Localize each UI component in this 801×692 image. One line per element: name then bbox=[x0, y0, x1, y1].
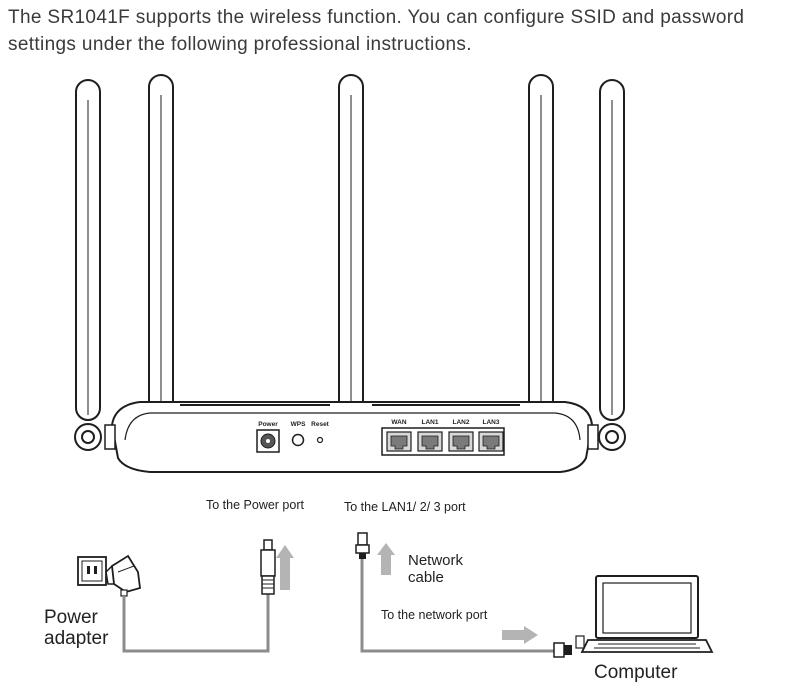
network-cable-arrow-icon bbox=[377, 543, 395, 575]
antenna-center bbox=[338, 74, 364, 456]
network-cable-label-line1: Network bbox=[408, 552, 464, 569]
lan3-label: LAN3 bbox=[483, 419, 500, 426]
power-cable bbox=[122, 594, 270, 653]
lan3-port bbox=[478, 431, 504, 452]
power-port-label: Power bbox=[258, 421, 278, 428]
rj45-plug-icon bbox=[355, 532, 370, 559]
lan1-port bbox=[417, 431, 443, 452]
power-port: Power bbox=[256, 421, 280, 453]
network-cable-label-line2: cable bbox=[408, 569, 444, 586]
antenna-left bbox=[148, 74, 174, 456]
power-arrow-icon bbox=[276, 545, 294, 590]
lan2-port bbox=[448, 431, 474, 452]
to-power-port-label: To the Power port bbox=[206, 498, 304, 512]
dc-plug-icon bbox=[260, 539, 276, 595]
to-lan-port-label: To the LAN1/ 2/ 3 port bbox=[344, 500, 466, 514]
antenna-far-left bbox=[74, 79, 102, 451]
wall-outlet-icon bbox=[77, 556, 107, 586]
lan1-label: LAN1 bbox=[422, 419, 439, 426]
lan2-label: LAN2 bbox=[453, 419, 470, 426]
router-body bbox=[104, 401, 599, 473]
reset-label: Reset bbox=[311, 421, 330, 428]
power-adapter-label-line1: Power bbox=[44, 607, 98, 628]
network-cable-line bbox=[360, 559, 556, 653]
ethernet-port-block: WAN LAN1 LAN2 LAN3 bbox=[381, 419, 505, 456]
power-adapter-label-line2: adapter bbox=[44, 628, 109, 649]
to-network-port-label: To the network port bbox=[381, 608, 488, 622]
wan-label: WAN bbox=[391, 419, 406, 426]
intro-text: The SR1041F supports the wireless functi… bbox=[8, 7, 745, 55]
computer-label: Computer bbox=[594, 662, 678, 683]
network-port-arrow-icon bbox=[502, 626, 538, 644]
antenna-right bbox=[528, 74, 554, 456]
wps-button: WPS bbox=[291, 421, 306, 447]
wps-label: WPS bbox=[291, 421, 306, 428]
rj45-plug-computer-icon bbox=[553, 642, 572, 658]
antenna-far-right bbox=[598, 79, 626, 451]
laptop-computer-icon bbox=[575, 575, 714, 653]
power-adapter-icon bbox=[105, 554, 141, 597]
reset-button: Reset bbox=[311, 421, 330, 444]
wan-port bbox=[386, 431, 412, 452]
